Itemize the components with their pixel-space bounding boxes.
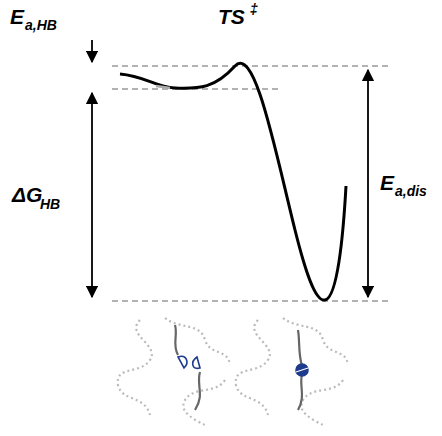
strands: [175, 325, 302, 410]
energy-symbol: ΔG: [12, 184, 42, 205]
state-label: TS: [218, 6, 245, 27]
state-superscript: ‡: [250, 2, 258, 16]
energy-symbol: E: [10, 6, 24, 27]
arrows: [92, 40, 368, 297]
plateau-mark: [156, 86, 170, 88]
protein-chains: [118, 318, 348, 425]
reference-lines: [112, 66, 392, 301]
energy-subscript: a,dis: [395, 184, 427, 198]
energy-curve: [120, 63, 346, 300]
energy-subscript: HB: [40, 197, 60, 211]
energy-symbol: E: [380, 172, 394, 193]
energy-subscript: a,HB: [25, 18, 57, 32]
hbond-groups: [178, 356, 308, 376]
